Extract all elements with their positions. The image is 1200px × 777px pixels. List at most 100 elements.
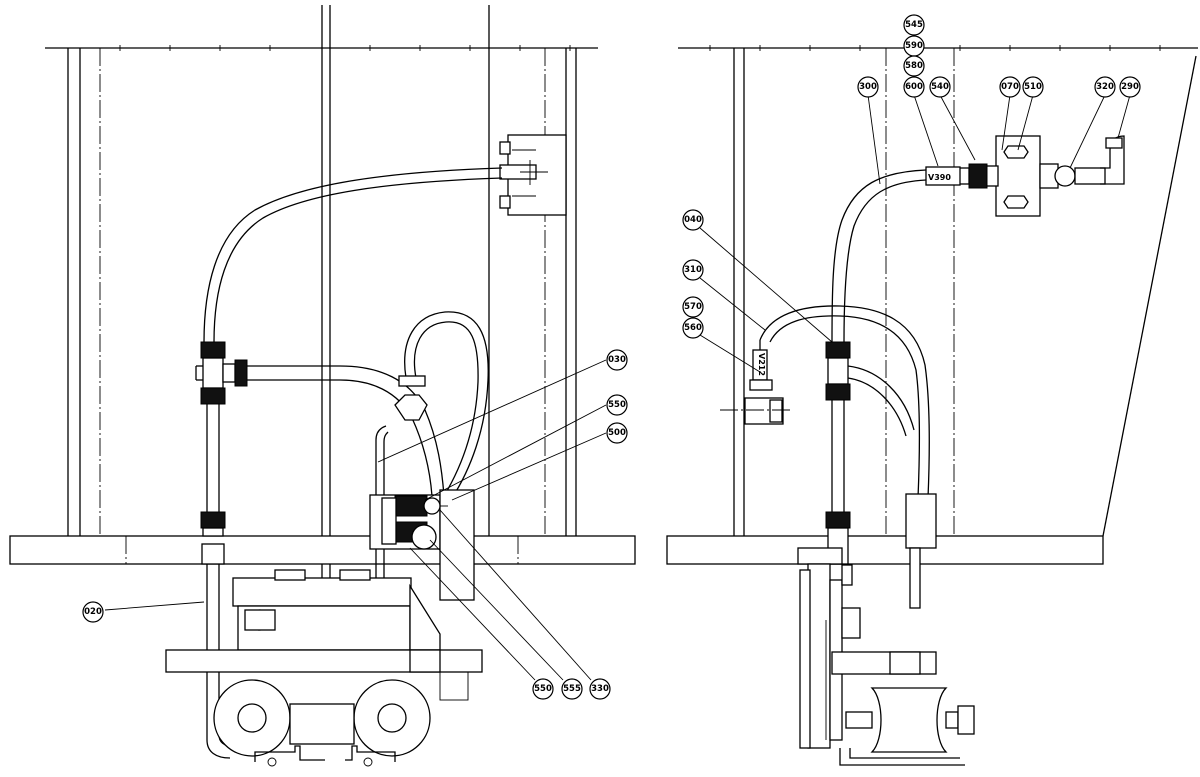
right-upper-hose-outer	[831, 169, 927, 343]
loop-hose-outer	[404, 311, 489, 499]
callout-circle	[682, 317, 704, 339]
left-crossbar	[165, 649, 483, 673]
callout-label: 040	[684, 215, 702, 225]
callout-label: 545	[905, 20, 923, 30]
lower-nut	[200, 511, 226, 529]
leader-550b	[409, 547, 536, 681]
callout-label: 310	[684, 265, 702, 275]
callout-290: 290	[1119, 76, 1141, 98]
tee-fitting	[195, 341, 248, 405]
leader-320	[1069, 94, 1106, 169]
leader-070	[1001, 94, 1011, 151]
stand-pipe-b	[383, 431, 389, 600]
leader-330	[439, 509, 592, 681]
valve-tag-v390: V390	[928, 173, 951, 182]
callout-circle	[589, 678, 611, 700]
callout-label: 030	[608, 355, 626, 365]
leader-600	[913, 94, 939, 167]
callout-040: 040	[682, 209, 704, 231]
callout-label: 600	[905, 82, 923, 92]
loop-hose-inner	[413, 321, 479, 497]
valve-tag-v390-box	[925, 166, 961, 186]
callout-label: 320	[1096, 82, 1114, 92]
callout-550b: 550	[532, 678, 554, 700]
right-branch-hose	[847, 365, 915, 431]
callout-020: 020	[82, 601, 104, 623]
callout-550a: 550	[606, 394, 628, 416]
callout-circle	[1094, 76, 1116, 98]
callout-label: 540	[931, 82, 949, 92]
valve-tag-v212: V212	[757, 353, 766, 376]
callout-540: 540	[929, 76, 951, 98]
callout-555: 555	[561, 678, 583, 700]
callout-circle	[903, 76, 925, 98]
right-lower-nut	[825, 511, 851, 529]
callout-590: 590	[903, 35, 925, 57]
left-housing	[232, 569, 441, 651]
leader-310	[699, 277, 766, 331]
right-floor-beam	[666, 535, 1104, 565]
callout-label: 070	[1001, 82, 1019, 92]
callout-label: 580	[905, 61, 923, 71]
v212-port	[769, 399, 783, 423]
callout-label: 590	[905, 41, 923, 51]
left-valve-assembly	[369, 489, 475, 601]
left-floor-beam	[9, 535, 636, 565]
callout-310: 310	[682, 259, 704, 281]
callout-label: 510	[1024, 82, 1042, 92]
right-top-rail-ticks	[709, 45, 1161, 51]
callout-330: 330	[589, 678, 611, 700]
leader-290	[1117, 94, 1131, 139]
right-branch-hose-2	[847, 377, 907, 437]
callout-label: 550	[608, 400, 626, 410]
right-clamp-post	[909, 547, 921, 609]
hose-hex-nut	[394, 394, 428, 421]
leader-500	[451, 432, 607, 501]
callout-570: 570	[682, 296, 704, 318]
leader-300	[867, 94, 881, 185]
callout-circle	[606, 349, 628, 371]
callout-circle	[929, 76, 951, 98]
callout-030: 030	[606, 349, 628, 371]
callout-circle	[903, 14, 925, 36]
leader-560	[699, 334, 761, 373]
right-side-hose-inner	[769, 315, 920, 499]
callout-300: 300	[857, 76, 879, 98]
callout-580: 580	[903, 55, 925, 77]
right-manifold	[947, 135, 1125, 217]
callout-600: 600	[903, 76, 925, 98]
left-frame-columns	[67, 5, 577, 580]
right-upper-hose-inner	[843, 179, 927, 343]
callout-label: 500	[608, 428, 626, 438]
leader-540	[939, 94, 976, 161]
callout-label: 570	[684, 302, 702, 312]
callout-500: 500	[606, 422, 628, 444]
callout-circle	[606, 394, 628, 416]
callout-balloons: 545 590 580 600 540 300 070 510 320 290 040 310 570 5…	[82, 14, 1141, 700]
callout-circle	[1022, 76, 1044, 98]
callout-circle	[682, 296, 704, 318]
right-mid-nut	[825, 383, 851, 401]
right-tee-body	[827, 357, 849, 385]
stand-pipe-a	[375, 425, 387, 600]
left-view	[9, 5, 636, 767]
callout-circle	[682, 209, 704, 231]
leader-040	[699, 227, 833, 343]
callout-label: 290	[1121, 82, 1139, 92]
callout-circle	[857, 76, 879, 98]
right-lower-assembly	[797, 547, 975, 766]
callout-label: 555	[563, 684, 581, 694]
right-view: V390 V212	[666, 45, 1198, 766]
crossbar-tab	[439, 671, 469, 701]
left-upper-hose-outer	[203, 167, 503, 343]
left-drop-pipe-a	[206, 564, 231, 759]
callout-510: 510	[1022, 76, 1044, 98]
right-frame-columns	[733, 48, 1197, 537]
callout-label: 020	[84, 607, 102, 617]
lower-fitting-neck	[202, 527, 224, 537]
callout-560: 560	[682, 317, 704, 339]
leader-030	[377, 359, 607, 463]
right-clamp-block	[905, 493, 937, 549]
